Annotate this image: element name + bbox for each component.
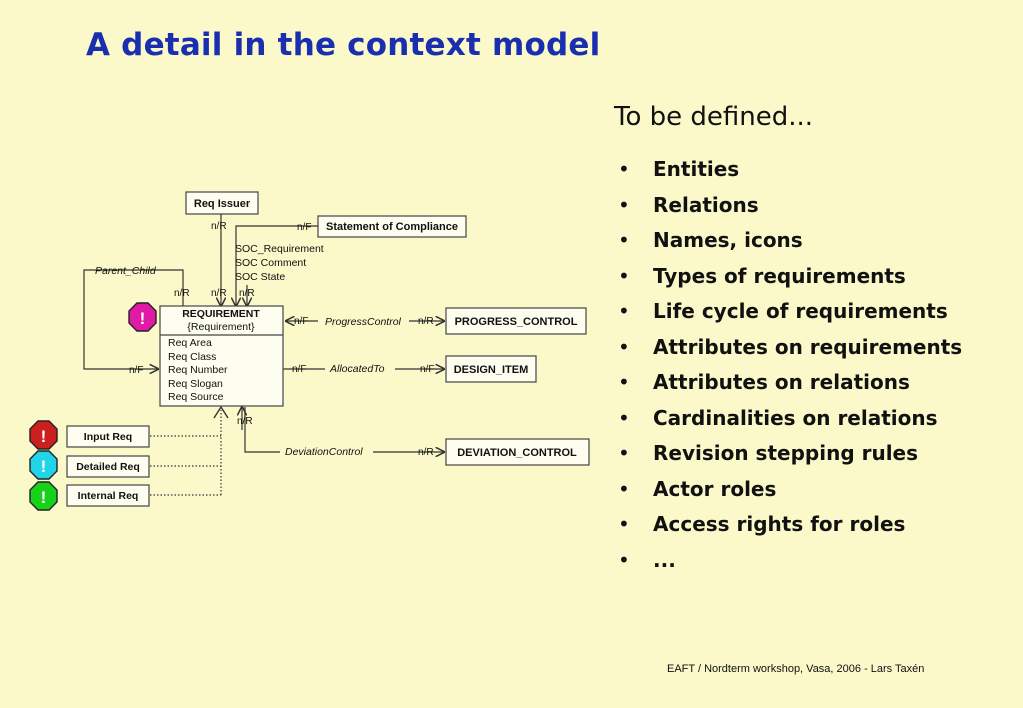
- statement-of-compliance-label: Statement of Compliance: [326, 221, 458, 233]
- soc-attribute: SOC_Requirement: [235, 243, 324, 255]
- bullet-text: Access rights for roles: [653, 512, 906, 536]
- bullet-marker: •: [618, 263, 630, 288]
- input-req-label: Input Req: [84, 431, 132, 443]
- req-issuer-box: Req Issuer: [185, 191, 259, 215]
- bullet-item: • Access rights for roles: [618, 510, 962, 546]
- bullet-item: • Relations: [618, 191, 962, 227]
- bullet-item: • Revision stepping rules: [618, 439, 962, 475]
- svg-text:!: !: [41, 488, 47, 507]
- svg-text:!: !: [140, 309, 146, 328]
- detailed-req-alert-icon: !: [29, 450, 58, 480]
- soc-attribute: SOC Comment: [235, 257, 306, 269]
- cardinality-label: n/R: [211, 221, 227, 232]
- input-req-alert-icon: !: [29, 420, 58, 450]
- bullet-item: • Actor roles: [618, 475, 962, 511]
- bullet-marker: •: [618, 157, 630, 181]
- deviation-control-relation: DeviationControl: [285, 446, 363, 458]
- internal-req-box: Internal Req: [66, 484, 150, 507]
- progress-control-relation: ProgressControl: [325, 316, 402, 328]
- soc-attribute: SOC State: [235, 271, 285, 283]
- allocated-to-relation: AllocatedTo: [329, 363, 385, 375]
- cardinality-label: n/F: [294, 316, 308, 327]
- requirement-attribute: Req Slogan: [168, 378, 223, 390]
- detailed-req-box: Detailed Req: [66, 455, 150, 478]
- statement-of-compliance-box: Statement of Compliance: [317, 215, 467, 238]
- requirement-attribute: Req Class: [168, 351, 216, 363]
- design-item-label: DESIGN_ITEM: [454, 364, 529, 376]
- bullet-list: • Entities • Relations • Names, icons • Type…: [618, 155, 962, 581]
- bullet-item: • Attributes on requirements: [618, 333, 962, 369]
- cardinality-label: n/R: [418, 316, 434, 327]
- bullet-marker: •: [618, 228, 630, 252]
- requirement-attribute: Req Number: [168, 364, 228, 376]
- bullet-text: Attributes on relations: [653, 370, 910, 394]
- progress-control-label: PROGRESS_CONTROL: [455, 316, 578, 328]
- parent-child-relation: Parent_Child: [95, 265, 157, 277]
- requirement-attribute: Req Area: [168, 337, 212, 349]
- cardinality-label: n/F: [420, 364, 434, 375]
- bullet-item: • Names, icons: [618, 226, 962, 262]
- slide-title: A detail in the context model: [86, 27, 601, 63]
- requirement-type: {Requirement}: [187, 321, 255, 333]
- requirement-title: REQUIREMENT: [182, 308, 260, 320]
- requirement-attribute: Req Source: [168, 391, 224, 403]
- bullet-item: • Life cycle of requirements: [618, 297, 962, 333]
- bullet-text: Revision stepping rules: [653, 441, 919, 465]
- req-issuer-label: Req Issuer: [194, 198, 251, 210]
- bullet-marker: •: [618, 547, 630, 572]
- bullet-text: ...: [653, 547, 676, 572]
- bullet-marker: •: [618, 405, 630, 430]
- cardinality-label: n/F: [129, 365, 143, 376]
- cardinality-label: n/R: [418, 447, 434, 458]
- bullet-item: • Types of requirements: [618, 262, 962, 298]
- cardinality-label: n/R: [239, 288, 255, 299]
- design-item-box: DESIGN_ITEM: [445, 355, 537, 383]
- internal-req-label: Internal Req: [78, 490, 139, 502]
- bullet-marker: •: [618, 476, 630, 501]
- cardinality-label: n/F: [297, 222, 311, 233]
- bullet-text: Attributes on requirements: [653, 334, 963, 359]
- bullet-text: Types of requirements: [653, 263, 906, 288]
- svg-text:!: !: [41, 427, 47, 446]
- bullet-item: • Attributes on relations: [618, 368, 962, 404]
- bullet-marker: •: [618, 192, 630, 217]
- bullet-text: Actor roles: [653, 476, 777, 501]
- requirement-box: REQUIREMENT {Requirement} Req Area Req C…: [159, 305, 284, 407]
- bullet-marker: •: [618, 299, 630, 323]
- cardinality-label: n/R: [211, 288, 227, 299]
- bullet-text: Relations: [653, 192, 759, 217]
- bullet-item: • Cardinalities on relations: [618, 404, 962, 440]
- detailed-req-label: Detailed Req: [76, 461, 140, 473]
- deviation-control-label: DEVIATION_CONTROL: [457, 447, 577, 459]
- internal-req-alert-icon: !: [29, 481, 58, 511]
- deviation-control-box: DEVIATION_CONTROL: [445, 438, 590, 466]
- bullet-marker: •: [618, 512, 630, 536]
- bullet-item: •...: [618, 546, 962, 582]
- input-req-box: Input Req: [66, 425, 150, 448]
- bullet-text: Cardinalities on relations: [653, 405, 938, 430]
- bullet-marker: •: [618, 370, 630, 394]
- cardinality-label: n/F: [292, 364, 306, 375]
- cardinality-label: n/R: [174, 288, 190, 299]
- bullet-text: Life cycle of requirements: [653, 299, 948, 323]
- progress-control-box: PROGRESS_CONTROL: [445, 307, 587, 335]
- bullet-text: Entities: [653, 157, 740, 181]
- svg-text:!: !: [41, 457, 47, 476]
- cardinality-label: n/R: [237, 416, 253, 427]
- context-model-diagram: Req Issuer Statement of Compliance REQUI…: [29, 191, 590, 511]
- slide-footer: EAFT / Nordterm workshop, Vasa, 2006 - L…: [667, 663, 925, 675]
- requirement-alert-icon: !: [128, 302, 157, 332]
- slide-subtitle: To be defined...: [614, 102, 814, 132]
- bullet-item: • Entities: [618, 155, 962, 191]
- bullet-marker: •: [618, 441, 630, 465]
- bullet-text: Names, icons: [653, 228, 803, 252]
- bullet-marker: •: [618, 334, 630, 359]
